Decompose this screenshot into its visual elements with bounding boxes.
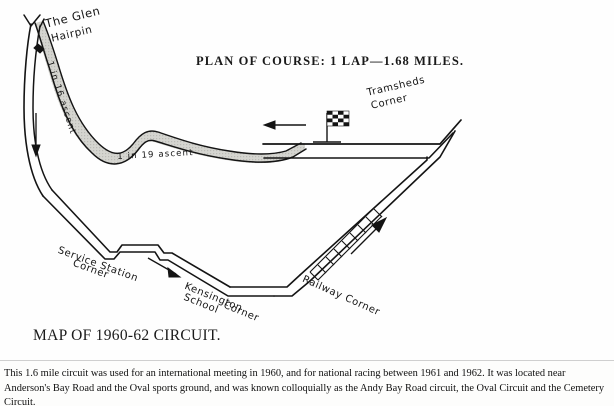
circuit-drawing: [23, 14, 462, 297]
bottom-straight-outer: [42, 195, 275, 297]
figure-caption: This 1.6 mile circuit was used for an in…: [4, 368, 605, 406]
plan-of-course-title: PLAN OF COURSE: 1 LAP—1.68 MILES.: [196, 54, 465, 68]
road-shaded-band: [35, 21, 305, 164]
left-straight-inner: [32, 25, 53, 191]
railway-straight-outer: [273, 280, 311, 297]
tramsheds-corner-outer: [309, 130, 456, 282]
map-title: MAP OF 1960-62 CIRCUIT.: [33, 327, 221, 344]
checkered-flag-icon: [326, 110, 350, 142]
caption-divider: [0, 360, 614, 361]
railway-track-icon: [309, 207, 383, 281]
arrow-right-icon: [147, 257, 182, 278]
left-straight-outer: [23, 23, 44, 197]
arrow-up-right-icon: [350, 216, 388, 255]
arrow-down-icon: [31, 113, 41, 158]
arrow-left-icon: [262, 120, 306, 130]
top-straight-outer: [263, 132, 454, 159]
road-inner-edge: [42, 20, 302, 155]
circuit-map: PLAN OF COURSE: 1 LAP—1.68 MILES. The Gl…: [23, 3, 465, 344]
railway-straight-inner: [229, 274, 301, 288]
tramsheds-corner-inner: [299, 156, 428, 276]
bottom-straight-inner: [51, 189, 231, 288]
top-straight-pitwall: [262, 119, 462, 145]
road-outer-edge: [34, 22, 307, 165]
